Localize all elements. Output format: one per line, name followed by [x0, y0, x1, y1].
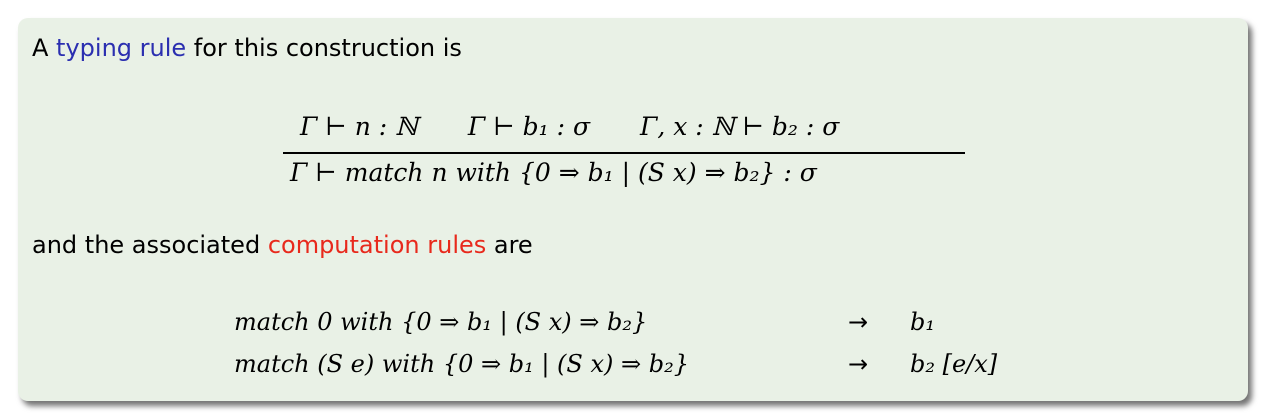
rule-1-arrow: → [848, 308, 869, 336]
intro-text: A typing rule for this construction is [32, 34, 462, 62]
premise-2: Γ ⊢ b₁ : σ [467, 112, 591, 141]
rule-1-lhs: match 0 with {0 ⇒ b₁ | (S x) ⇒ b₂} [234, 308, 648, 336]
intro-prefix: A [32, 34, 57, 62]
rule-2-rhs: b₂ [e/x] [910, 350, 998, 378]
middle-suffix: are [486, 231, 533, 259]
rule-2-arrow: → [848, 350, 869, 378]
middle-highlight: computation rules [267, 231, 487, 259]
typing-rule-conclusion: Γ ⊢ match n with {0 ⇒ b₁ | (S x) ⇒ b₂} :… [290, 158, 817, 187]
intro-suffix: for this construction is [186, 34, 462, 62]
computation-rule-1: match 0 with {0 ⇒ b₁ | (S x) ⇒ b₂} [234, 308, 647, 336]
rule-1-rhs: b₁ [910, 308, 935, 336]
intro-highlight: typing rule [56, 34, 187, 62]
computation-rule-2: match (S e) with {0 ⇒ b₁ | (S x) ⇒ b₂} [234, 350, 689, 378]
middle-prefix: and the associated [32, 231, 268, 259]
middle-text: and the associated computation rules are [32, 231, 533, 259]
premise-1: Γ ⊢ n : ℕ [300, 112, 419, 141]
premise-3: Γ, x : ℕ ⊢ b₂ : σ [639, 112, 840, 141]
inference-bar [283, 152, 965, 154]
rule-2-lhs: match (S e) with {0 ⇒ b₁ | (S x) ⇒ b₂} [234, 350, 690, 378]
typing-rule-premises: Γ ⊢ n : ℕ Γ ⊢ b₁ : σ Γ, x : ℕ ⊢ b₂ : σ [300, 112, 839, 141]
conclusion: Γ ⊢ match n with {0 ⇒ b₁ | (S x) ⇒ b₂} :… [290, 158, 817, 187]
example-block [18, 18, 1248, 401]
